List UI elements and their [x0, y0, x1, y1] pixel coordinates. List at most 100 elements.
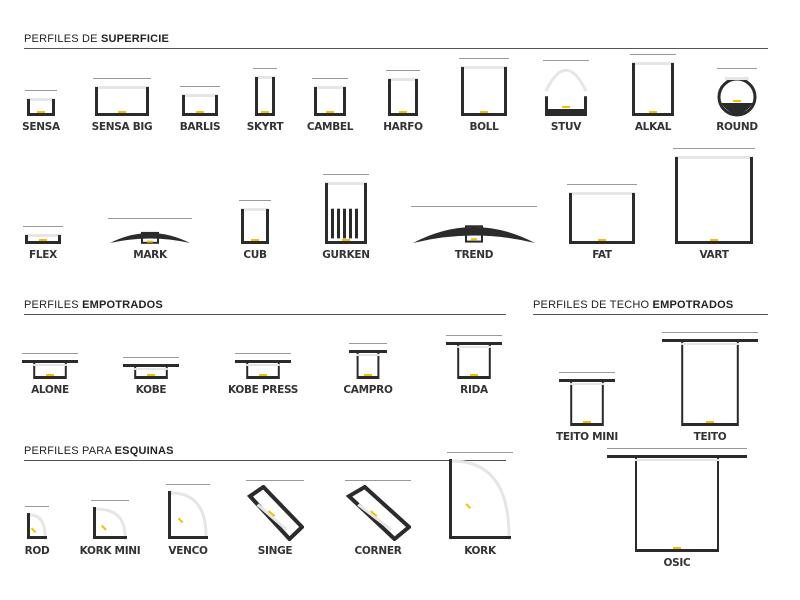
section-title-superficie: PERFILES DE SUPERFICIE: [24, 33, 170, 45]
dimension-line: [543, 60, 589, 61]
profile-label: VART: [699, 249, 729, 261]
profile-drawing-kork-mini: [91, 505, 129, 546]
profile-label: CAMPRO: [343, 384, 393, 396]
profile-label: SENSA: [22, 121, 60, 133]
section-title-techo-empotrados: PERFILES DE TECHO EMPOTRADOS: [533, 299, 734, 311]
dimension-line: [446, 335, 502, 336]
divider: [24, 314, 506, 315]
profile-drawing-rida: [446, 340, 502, 385]
profile-drawing-sensa-big: [93, 83, 151, 122]
dimension-line: [123, 357, 179, 358]
profile-label: TEITO MINI: [555, 431, 619, 443]
profile-label: CUB: [243, 249, 267, 261]
profile-label: GURKEN: [322, 249, 370, 261]
dimension-line: [386, 70, 420, 71]
divider: [24, 460, 506, 461]
profile-label: KORK: [464, 545, 496, 557]
profile-label: OSIC: [663, 557, 691, 569]
profile-drawing-osic: [607, 453, 747, 558]
profile-label: ROD: [24, 545, 50, 557]
dimension-line: [93, 78, 151, 79]
profile-label: FLEX: [29, 249, 57, 261]
profile-drawing-harfo: [386, 75, 420, 122]
dimension-line: [567, 184, 637, 185]
dimension-line: [312, 78, 348, 79]
dimension-line: [108, 218, 192, 219]
profile-drawing-kobe-press: [235, 358, 291, 385]
profile-drawing-singe: [246, 484, 305, 546]
profile-label: KORK MINI: [79, 545, 141, 557]
profile-label: SENSA BIG: [91, 121, 153, 133]
dimension-line: [166, 484, 210, 485]
profile-drawing-skyrt: [253, 73, 277, 122]
profile-label: BOLL: [469, 121, 499, 133]
profile-drawing-teito: [662, 337, 758, 432]
divider: [24, 48, 768, 49]
profile-label: ROUND: [716, 121, 758, 133]
dimension-line: [673, 148, 755, 149]
dimension-line: [253, 68, 277, 69]
dimension-line: [662, 332, 758, 333]
dimension-line: [323, 174, 369, 175]
dimension-line: [180, 86, 220, 87]
dimension-line: [630, 54, 676, 55]
profile-drawing-fat: [567, 189, 637, 250]
profile-drawing-barlis: [180, 91, 220, 122]
dimension-line: [349, 343, 387, 344]
profile-label: KOBE PRESS: [227, 384, 299, 396]
profile-drawing-mark: [108, 223, 192, 250]
profile-drawing-kork: [447, 457, 513, 546]
profile-drawing-alone: [22, 358, 78, 385]
profile-label: CORNER: [354, 545, 402, 557]
dimension-line: [25, 506, 49, 507]
dimension-line: [411, 206, 537, 207]
profile-drawing-trend: [411, 211, 537, 250]
profile-drawing-kobe: [123, 362, 179, 385]
profile-drawing-teito-mini: [559, 377, 615, 432]
profile-label: MARK: [133, 249, 167, 261]
profile-drawing-cambel: [312, 83, 348, 122]
profile-label: ALKAL: [634, 121, 672, 133]
dimension-line: [25, 90, 57, 91]
dimension-line: [23, 226, 63, 227]
profile-drawing-venco: [166, 489, 210, 546]
profile-drawing-boll: [459, 63, 509, 122]
profile-drawing-vart: [673, 153, 755, 250]
section-title-empotrados: PERFILES EMPOTRADOS: [24, 299, 163, 311]
profile-label: RIDA: [460, 384, 488, 396]
section-title-esquinas: PERFILES PARA ESQUINAS: [24, 445, 174, 457]
dimension-line: [559, 372, 615, 373]
profile-drawing-stuv: [543, 65, 589, 122]
profile-label: HARFO: [383, 121, 423, 133]
dimension-line: [717, 68, 757, 69]
dimension-line: [345, 480, 411, 481]
profile-drawing-alkal: [630, 59, 676, 122]
profile-label: SKYRT: [246, 121, 284, 133]
profile-label: STUV: [550, 121, 582, 133]
dimension-line: [239, 200, 271, 201]
profile-label: TEITO: [693, 431, 727, 443]
dimension-line: [459, 58, 509, 59]
profile-label: SINGE: [257, 545, 293, 557]
profile-drawing-sensa: [25, 95, 57, 122]
profile-drawing-campro: [349, 348, 387, 385]
profile-drawing-round: [717, 73, 757, 122]
profile-drawing-gurken: [323, 179, 369, 250]
profile-label: FAT: [592, 249, 612, 261]
profile-label: CAMBEL: [306, 121, 354, 133]
dimension-line: [607, 448, 747, 449]
profile-label: TREND: [454, 249, 494, 261]
profile-drawing-cub: [239, 205, 271, 250]
profile-drawing-corner: [345, 484, 413, 546]
profile-drawing-rod: [25, 511, 49, 546]
dimension-line: [447, 452, 513, 453]
divider: [533, 314, 768, 315]
profile-drawing-flex: [23, 231, 63, 250]
dimension-line: [235, 353, 291, 354]
profile-label: BARLIS: [179, 121, 221, 133]
profile-label: ALONE: [31, 384, 69, 396]
dimension-line: [91, 500, 129, 501]
profile-label: KOBE: [135, 384, 167, 396]
dimension-line: [246, 480, 304, 481]
profile-label: VENCO: [168, 545, 208, 557]
